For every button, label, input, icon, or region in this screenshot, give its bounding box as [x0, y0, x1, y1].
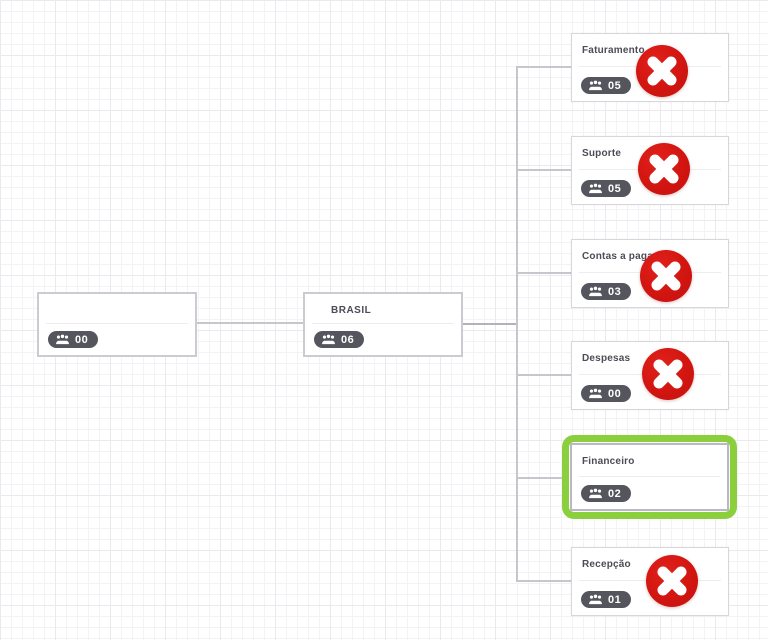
node-divider [46, 323, 188, 325]
connector-branch-3 [517, 272, 571, 274]
member-count-badge: 01 [581, 591, 632, 608]
member-count: 05 [608, 79, 622, 92]
member-count: 00 [75, 333, 89, 346]
member-count: 05 [608, 182, 622, 195]
node-divider [579, 475, 720, 477]
node-root[interactable]: 00 [37, 292, 197, 357]
group-icon [588, 388, 603, 399]
x-icon [640, 250, 692, 302]
member-count-badge: 02 [581, 485, 632, 502]
member-count-badge: 00 [581, 385, 632, 402]
member-count: 06 [341, 333, 355, 346]
connector-root-parent [197, 322, 303, 324]
x-icon [646, 555, 698, 607]
node-financeiro[interactable]: Financeiro 02 [570, 443, 729, 511]
node-divider [312, 323, 454, 325]
member-count-badge: 05 [581, 180, 632, 197]
group-icon [588, 80, 603, 91]
node-contas-a-pagar[interactable]: Contas a pagar 03 [571, 239, 729, 308]
x-icon [642, 348, 694, 400]
delete-button-despesas[interactable] [642, 348, 694, 400]
member-count: 00 [608, 387, 622, 400]
group-icon [321, 334, 336, 345]
delete-button-suporte[interactable] [638, 143, 690, 195]
member-count-badge: 00 [48, 331, 99, 348]
group-icon [588, 183, 603, 194]
node-title: Suporte [582, 148, 622, 159]
connector-branch-2 [517, 169, 571, 171]
connector-branch-5 [517, 477, 571, 479]
delete-button-contas-a-pagar[interactable] [640, 250, 692, 302]
member-count-badge: 03 [581, 283, 632, 300]
node-title: BRASIL [331, 305, 372, 316]
delete-button-faturamento[interactable] [636, 45, 688, 97]
group-icon [588, 286, 603, 297]
connector-branch-4 [517, 374, 571, 376]
x-icon [638, 143, 690, 195]
member-count-badge: 05 [581, 77, 632, 94]
x-icon [636, 45, 688, 97]
node-title: Contas a pagar [582, 251, 658, 262]
node-title: Financeiro [582, 456, 635, 467]
delete-button-recepcao[interactable] [646, 555, 698, 607]
connector-branch-6 [517, 580, 571, 582]
member-count: 02 [608, 487, 622, 500]
member-count: 03 [608, 285, 622, 298]
node-title: Recepção [582, 559, 631, 570]
connector-parent-trunk [463, 323, 517, 325]
group-icon [55, 334, 70, 345]
member-count-badge: 06 [314, 331, 365, 348]
connector-trunk [516, 66, 518, 582]
member-count: 01 [608, 593, 622, 606]
selection-highlight: Financeiro 02 [562, 435, 737, 519]
node-title: Faturamento [582, 45, 645, 56]
connector-branch-1 [517, 66, 571, 68]
node-title: Despesas [582, 353, 631, 364]
node-brasil[interactable]: BRASIL 06 [303, 292, 463, 357]
group-icon [588, 488, 603, 499]
group-icon [588, 594, 603, 605]
